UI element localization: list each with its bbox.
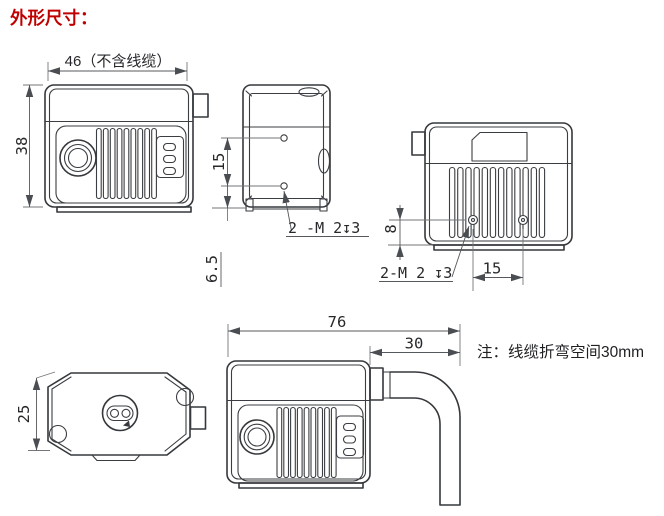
bottom-view: 15 6.5 2 -M 2↧3 — [203, 84, 369, 287]
mounting-holes — [467, 214, 529, 226]
corner-screw-hole — [48, 424, 68, 444]
top-center-feature — [101, 394, 139, 432]
cable-bend-note: 注：线缆折弯空间30mm — [477, 343, 644, 361]
side-cable-view: 76 30 — [226, 313, 461, 506]
vent-slots — [276, 406, 337, 479]
cable-connector-tab — [189, 406, 207, 430]
dim-hole-to-bottom-label: 8 — [382, 224, 400, 233]
bottom-view-body — [242, 84, 331, 212]
side-bump — [317, 148, 331, 174]
cable-bend-dimension: 30 — [369, 335, 460, 365]
hole-spacing-dimension: 15 — [210, 137, 280, 221]
cable — [389, 371, 461, 506]
led-indicator-panel — [335, 415, 365, 459]
dim-hole-spacing-label: 15 — [210, 153, 228, 172]
bottom-feature-hole — [298, 87, 320, 97]
mounting-hole — [280, 134, 288, 142]
back-hole-spacing-dimension: 15 — [472, 229, 524, 291]
page-title: 外形尺寸： — [10, 8, 98, 28]
thread-callout-back: 2-M 2 ↧3 — [379, 225, 470, 282]
dim-cable-bend-label: 30 — [405, 335, 424, 353]
cable-connector-tab — [411, 131, 426, 156]
corner-screw-hole — [175, 387, 195, 407]
edge-offset-dimension: 6.5 — [203, 252, 222, 287]
dim-depth-label: 25 — [15, 405, 33, 424]
hole-to-bottom-dimension: 8 — [382, 205, 466, 260]
mount-foot — [91, 454, 141, 462]
vent-slots — [448, 166, 546, 239]
lens-icon — [59, 139, 97, 177]
back-view-body — [411, 122, 573, 251]
mounting-hole — [280, 182, 288, 190]
cable-boot — [382, 371, 391, 399]
label-plate — [471, 131, 528, 162]
front-view: 46（不含线缆） 38 — [13, 53, 209, 213]
dim-edge-offset-label: 6.5 — [203, 255, 221, 283]
thread-callout-bottom: 2 -M 2↧3 — [282, 190, 369, 237]
cable-connector-tab — [192, 93, 209, 118]
front-height-dimension: 38 — [13, 84, 43, 208]
dim-width-label: 46（不含线缆） — [65, 53, 172, 70]
front-width-dimension: 46（不含线缆） — [47, 53, 188, 81]
cable-connector — [369, 367, 384, 401]
top-view: 25 — [15, 371, 207, 462]
back-view: 8 2-M 2 ↧3 15 — [379, 122, 573, 291]
thread-callout-label: 2 -M 2↧3 — [288, 219, 360, 237]
orientation-arrow-icon — [123, 420, 130, 427]
top-view-body — [47, 372, 207, 462]
vent-slots — [95, 127, 157, 200]
dim-total-length-label: 76 — [328, 313, 347, 331]
front-view-body — [44, 84, 209, 213]
lens-icon — [239, 419, 275, 455]
led-indicator-panel — [155, 135, 185, 179]
total-length-dimension: 76 — [227, 313, 461, 366]
dim-back-hole-spacing-label: 15 — [483, 260, 502, 278]
depth-dimension: 25 — [15, 371, 56, 451]
thread-callout-label: 2-M 2 ↧3 — [380, 264, 452, 282]
dim-height-label: 38 — [13, 137, 31, 156]
side-view-body — [226, 360, 461, 506]
